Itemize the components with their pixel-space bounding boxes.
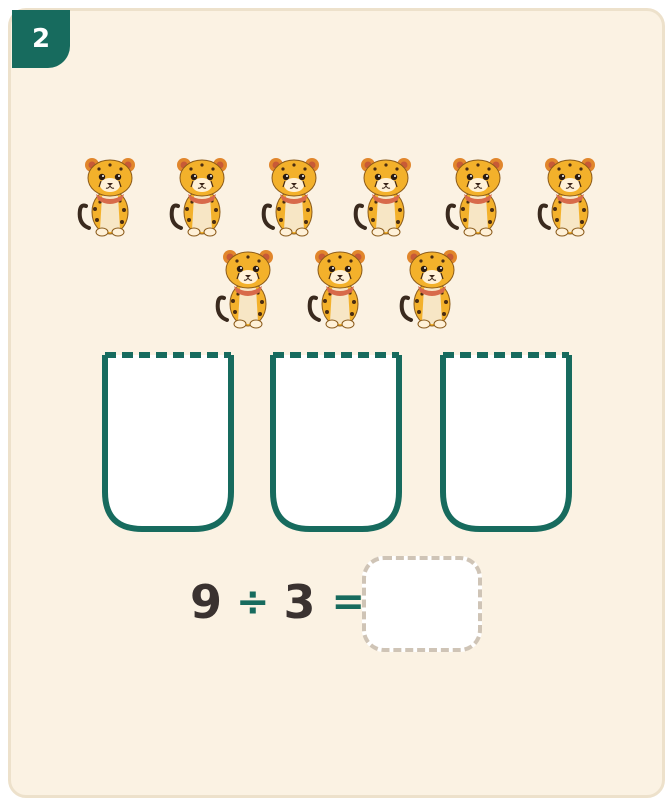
dividend: 9: [190, 572, 222, 632]
cheetah-icon[interactable]: [353, 154, 419, 238]
answer-input-box[interactable]: [362, 556, 482, 652]
cheetah-icon[interactable]: [215, 246, 281, 330]
cheetah-icon[interactable]: [399, 246, 465, 330]
group-container-1[interactable]: [102, 352, 234, 532]
group-container-3[interactable]: [440, 352, 572, 532]
divisor: 3: [284, 572, 316, 632]
division-equation: 9 ÷ 3 =: [190, 572, 383, 632]
cheetah-icon[interactable]: [445, 154, 511, 238]
cheetah-icon[interactable]: [537, 154, 603, 238]
problem-number-badge: 2: [12, 10, 70, 68]
cheetah-icon[interactable]: [307, 246, 373, 330]
cheetah-icon[interactable]: [77, 154, 143, 238]
cheetah-icon[interactable]: [261, 154, 327, 238]
cheetah-icon[interactable]: [169, 154, 235, 238]
group-container-2[interactable]: [270, 352, 402, 532]
division-sign: ÷: [236, 572, 270, 632]
equals-sign: =: [332, 572, 366, 632]
